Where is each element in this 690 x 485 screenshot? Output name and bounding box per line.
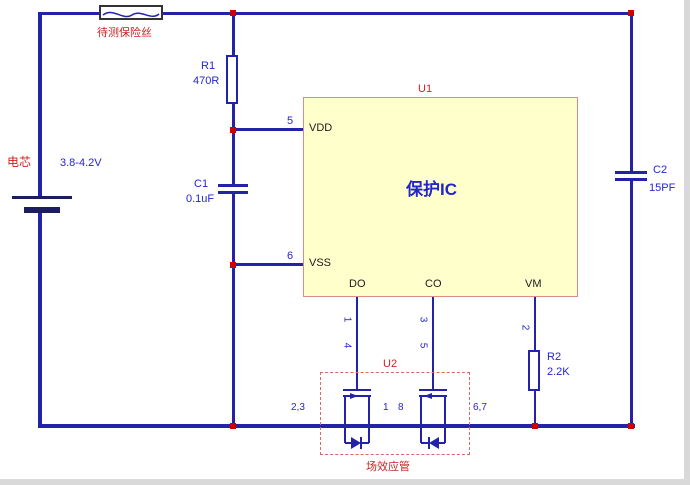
dual-mosfet-symbol <box>300 383 500 460</box>
co-gate-wire <box>432 297 434 390</box>
resistor-r2-symbol <box>528 350 540 391</box>
pin-number-co-a: 3 <box>417 316 429 323</box>
right-rail-lower-wire <box>630 180 633 428</box>
battery-voltage-label: 3.8-4.2V <box>60 157 102 169</box>
capacitor-c1-symbol <box>218 191 248 194</box>
pin-number-do-a: 1 <box>341 316 353 323</box>
vdd-branch-wire <box>232 128 304 131</box>
battery-plus-plate <box>12 196 72 199</box>
junction-dot <box>230 423 236 429</box>
resistor-r1-symbol <box>226 55 238 104</box>
c1-value-label: 0.1uF <box>186 193 215 205</box>
pin-number-vm: 2 <box>519 324 531 331</box>
do-gate-wire <box>356 297 358 390</box>
u2-pins-mid-right-label: 8 <box>398 402 404 413</box>
pin-vm-label: VM <box>525 278 542 290</box>
fuse-symbol <box>99 5 163 20</box>
r1-value-label: 470R <box>193 75 220 87</box>
r1-top-wire <box>232 12 235 56</box>
pin-number-vss: 6 <box>287 250 294 262</box>
vss-branch-wire <box>232 263 304 266</box>
junction-dot <box>230 262 236 268</box>
c2-ref-label: C2 <box>653 164 668 176</box>
screenshot-right-edge <box>684 0 690 485</box>
u2-ref-label: U2 <box>383 358 398 370</box>
bottom-rail-wire <box>38 424 635 428</box>
pin-number-do-b: 4 <box>341 342 353 349</box>
pin-number-co-b: 5 <box>417 342 429 349</box>
right-rail-upper-wire <box>630 12 633 173</box>
u2-pins-left-label: 2,3 <box>291 402 305 413</box>
pin-vdd-label: VDD <box>309 122 333 134</box>
left-rail-upper-wire <box>38 12 42 197</box>
fuse-wave-icon <box>102 11 160 18</box>
r1-to-c1-wire <box>232 103 235 185</box>
r2-ref-label: R2 <box>547 351 562 363</box>
battery-minus-plate <box>24 207 60 213</box>
u1-name-label: 保护IC <box>406 180 457 199</box>
vm-lower-wire <box>534 390 536 428</box>
top-rail-wire <box>38 12 633 15</box>
left-rail-lower-wire <box>38 209 42 428</box>
u2-name-label: 场效应管 <box>366 461 410 473</box>
junction-dot <box>532 423 538 429</box>
capacitor-c2-symbol <box>615 171 647 174</box>
mosfet-u2-outline <box>320 372 470 455</box>
capacitor-c2-symbol <box>615 178 647 181</box>
u2-pins-right-label: 6,7 <box>473 402 487 413</box>
junction-dot <box>628 423 634 429</box>
fuse-label: 待测保险丝 <box>97 27 152 39</box>
pin-vss-label: VSS <box>309 257 332 269</box>
vm-upper-wire <box>534 297 536 351</box>
pin-co-label: CO <box>425 278 442 290</box>
c2-value-label: 15PF <box>649 182 676 194</box>
ic-u1-body <box>303 97 578 297</box>
screenshot-bottom-edge <box>0 479 690 485</box>
pin-number-vdd: 5 <box>287 115 294 127</box>
junction-dot <box>230 127 236 133</box>
junction-dot <box>230 10 236 16</box>
r1-ref-label: R1 <box>201 60 216 72</box>
u1-ref-label: U1 <box>418 83 433 95</box>
c1-to-bottom-wire <box>232 193 235 426</box>
capacitor-c1-symbol <box>218 184 248 187</box>
junction-dot <box>628 10 634 16</box>
r2-value-label: 2.2K <box>547 366 570 378</box>
u2-pins-mid-left-label: 1 <box>383 402 389 413</box>
c1-ref-label: C1 <box>194 178 209 190</box>
pin-do-label: DO <box>349 278 366 290</box>
battery-name-label: 电芯 <box>7 155 32 169</box>
